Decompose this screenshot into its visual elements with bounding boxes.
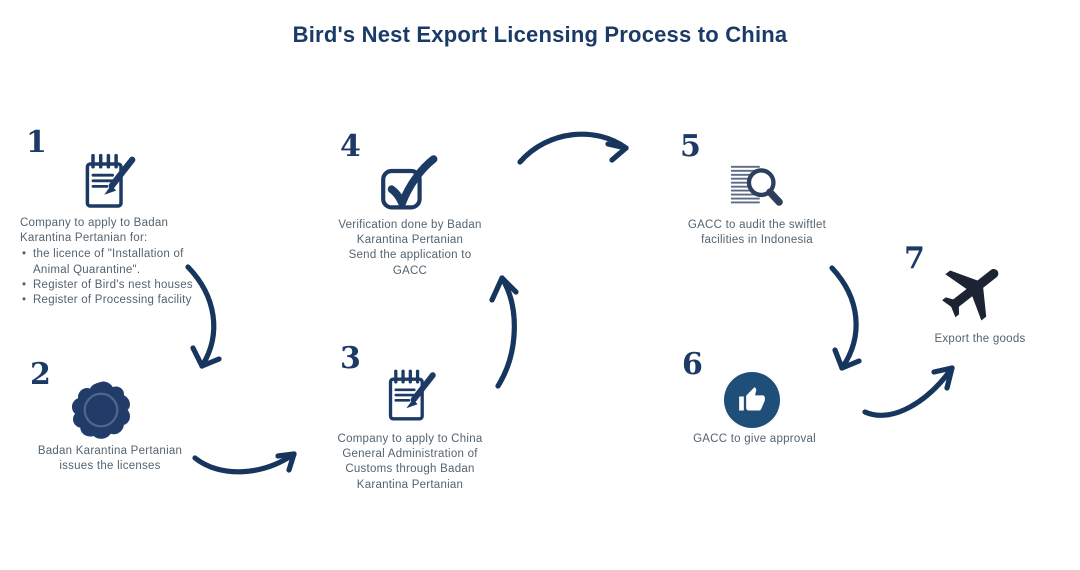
step-text: Verification done by Badan Karantina Per… <box>320 218 500 279</box>
text-line: GACC to audit the swiftlet <box>687 219 827 231</box>
notepad-pencil-icon <box>85 153 136 208</box>
arrow-step5-to-step6 <box>829 265 862 371</box>
bullet-item: the licence of "Installation of Animal Q… <box>20 247 200 277</box>
text-line: Export the goods <box>934 333 1026 345</box>
step-number: 5 <box>680 129 701 164</box>
step-1: 1 Company to apply to Badan Karantina Pe… <box>18 126 202 356</box>
arrow-step1-to-step2 <box>185 264 222 369</box>
audit-magnifier-icon <box>730 165 783 206</box>
text-line: GACC to give approval <box>693 433 816 445</box>
arrow-step6-to-step7 <box>862 365 955 418</box>
wax-seal-icon <box>71 381 130 439</box>
step-text: Company to apply to China General Admini… <box>320 432 500 493</box>
step-3: 3 Company to apply to China General Admi… <box>328 342 492 492</box>
thumbs-up-icon <box>724 372 780 428</box>
step-number: 2 <box>30 357 51 392</box>
step-4: 4 Verification done by Badan Karantina P… <box>328 130 492 280</box>
bullet-item: Register of Bird's nest houses <box>20 278 200 293</box>
text-line: Karantina Pertanian <box>356 478 464 491</box>
text-line: facilities in Indonesia <box>701 234 813 247</box>
step-6: 6 GACC to give approval <box>662 348 847 458</box>
step-number: 6 <box>682 347 703 382</box>
text-line: General Administration of <box>342 448 478 461</box>
text-line: Send the application to <box>348 249 472 262</box>
step-text: GACC to audit the swiftlet facilities in… <box>662 218 852 248</box>
step-number: 1 <box>26 125 47 160</box>
arrow-step2-to-step3 <box>192 451 297 475</box>
step-text: Badan Karantina Pertanian issues the lic… <box>18 444 202 474</box>
step-text: GACC to give approval <box>662 432 847 447</box>
text-line: Company to apply to China <box>337 433 483 445</box>
step-number: 4 <box>340 129 361 164</box>
step-5: 5 GACC to audit the swiftlet facilities … <box>662 130 852 250</box>
page-title: Bird's Nest Export Licensing Process to … <box>292 22 788 47</box>
arrow-step4-to-step5 <box>517 131 629 165</box>
checkbox-check-icon <box>381 155 438 210</box>
step-intro: Company to apply to Badan Karantina Pert… <box>20 217 169 245</box>
text-line: Karantina Pertanian <box>356 234 464 247</box>
step-bullet-list: the licence of "Installation of Animal Q… <box>20 247 200 308</box>
airplane-icon <box>942 269 999 321</box>
step-text: Export the goods <box>890 332 1070 347</box>
text-line: issues the licenses <box>59 460 161 473</box>
arrow-step3-to-step4 <box>489 275 519 389</box>
step-text: Company to apply to Badan Karantina Pert… <box>20 216 200 308</box>
bullet-item: Register of Processing facility <box>20 293 200 308</box>
step-number: 7 <box>904 241 925 276</box>
notepad-pencil-icon <box>388 369 436 421</box>
step-2: 2 Badan Karantina Pertanian issues the l… <box>18 358 202 478</box>
text-line: Customs through Badan <box>345 463 475 476</box>
text-line: GACC <box>392 264 428 277</box>
step-number: 3 <box>340 341 361 376</box>
text-line: Verification done by Badan <box>338 219 482 231</box>
text-line: Badan Karantina Pertanian <box>37 445 183 457</box>
step-7: 7 Export the goods <box>890 242 1070 352</box>
